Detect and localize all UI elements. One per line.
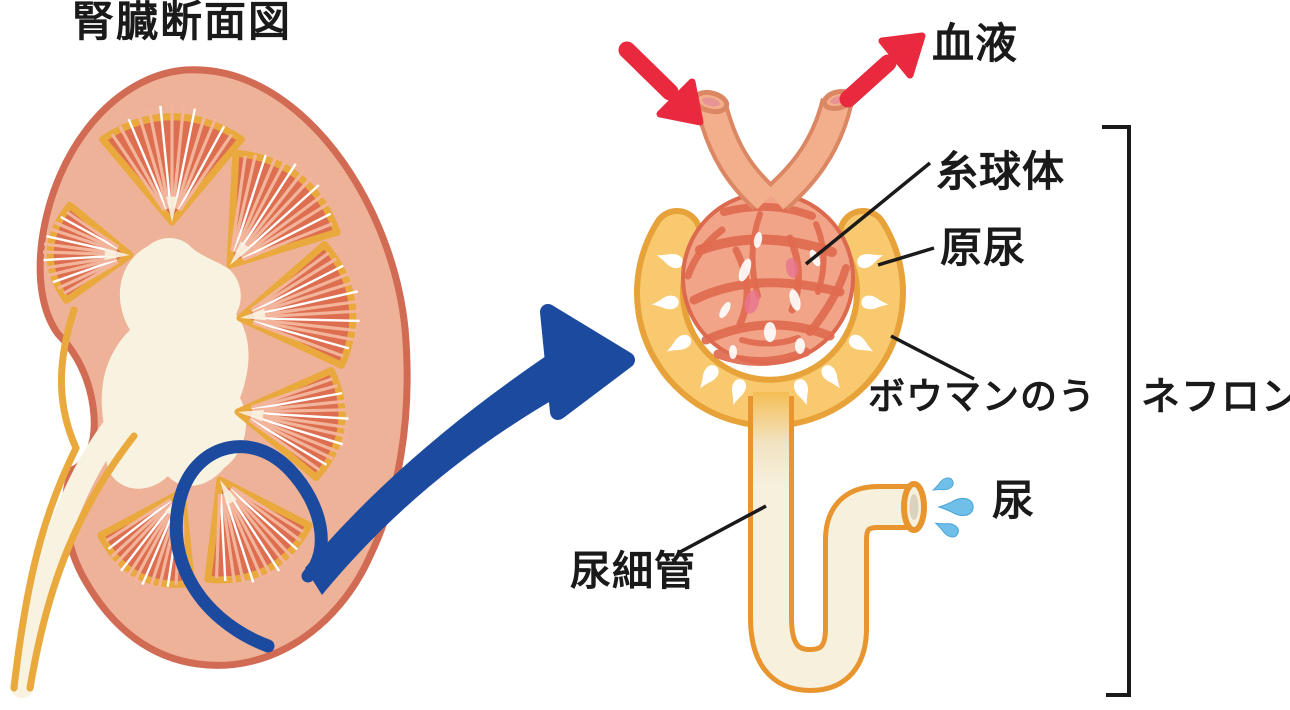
ureter-wall-left [10, 306, 80, 692]
label-glomerulus: 糸球体 [936, 148, 1066, 195]
label-bowmans-capsule: ボウマンのう [868, 376, 1096, 417]
ureter-interior [10, 408, 132, 698]
callout-loop [169, 440, 328, 653]
vessel-left [698, 100, 775, 210]
urine-droplets [930, 475, 974, 540]
zoom-callout-arrow [169, 304, 635, 653]
label-line-tubule [679, 504, 767, 554]
renal-tubule-interior [753, 392, 912, 688]
callout-arrow-shaft [305, 356, 556, 595]
label-line-primary-urine [877, 246, 935, 267]
glomerulus-ball [681, 191, 855, 366]
kidney-cross-section [10, 66, 411, 698]
label-primary-urine: 原尿 [940, 224, 1027, 271]
nephron-illustration [618, 32, 974, 693]
blood-out-arrow [839, 32, 926, 108]
diagram-title: 腎臓断面図 [72, 0, 293, 45]
blood-in-arrow [618, 41, 704, 126]
label-nephron: ネフロン [1141, 376, 1290, 419]
label-urine: 尿 [992, 477, 1036, 524]
label-line-glomerulus [804, 161, 932, 266]
ureter-wall-right [26, 432, 138, 692]
callout-arrow-head [540, 304, 635, 420]
nephron-bracket [1102, 125, 1131, 697]
tubule-opening-inner [909, 494, 919, 520]
vessel-right [766, 98, 850, 210]
renal-pelvis [101, 237, 249, 489]
label-blood: 血液 [932, 20, 1019, 67]
annotation-lines [679, 125, 1131, 697]
renal-pyramids [42, 105, 361, 588]
label-renal-tubule: 尿細管 [570, 548, 696, 594]
label-line-bowmans [890, 334, 975, 381]
